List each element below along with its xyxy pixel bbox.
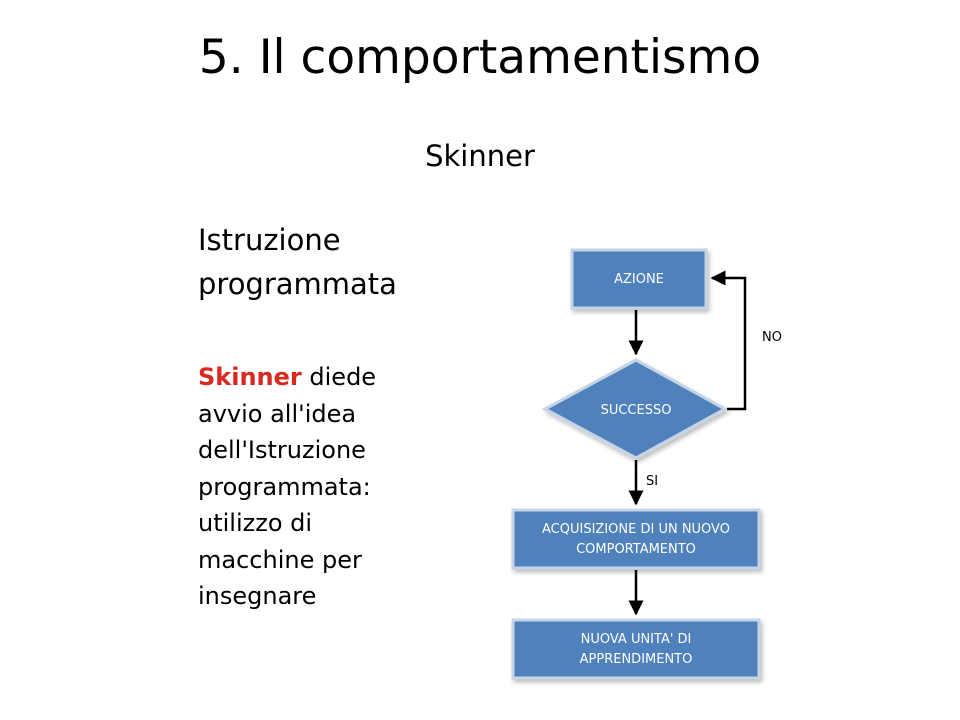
skinner-highlight: Skinner (198, 363, 302, 391)
body-line-1: Skinner diede (198, 359, 428, 396)
body-line-4: programmata: (198, 472, 371, 501)
body-line-2: avvio all'idea (198, 399, 357, 428)
body-line-3: dell'Istruzione (198, 436, 366, 464)
arrow-no-loop (710, 270, 747, 411)
node-acquisizione-line-2: COMPORTAMENTO (576, 542, 696, 557)
slide-subtitle: Skinner (425, 139, 535, 173)
node-successo-label: SUCCESSO (601, 403, 672, 418)
flowchart: AZIONE SUCCESSO NO SI ACQUISIZIONE DI UN… (511, 248, 782, 680)
node-nuova-line-1: NUOVA UNITA' DI (581, 632, 692, 647)
node-acquisizione: ACQUISIZIONE DI UN NUOVO COMPORTAMENTO (511, 508, 761, 570)
node-acquisizione-line-1: ACQUISIZIONE DI UN NUOVO (542, 522, 730, 537)
body-line-5: utilizzo di (198, 509, 313, 537)
section-heading: Istruzione programmata (198, 218, 438, 306)
node-azione-label: AZIONE (614, 272, 664, 287)
node-azione: AZIONE (570, 248, 708, 310)
node-nuova-unita: NUOVA UNITA' DI APPRENDIMENTO (511, 618, 761, 680)
body-line-7: insegnare (198, 582, 317, 610)
slide-title: 5. Il comportamentismo (198, 30, 762, 85)
body-line-1-rest: diede (301, 363, 377, 391)
node-nuova-line-2: APPRENDIMENTO (580, 652, 693, 667)
node-successo: SUCCESSO (541, 358, 729, 460)
heading-line-2: programmata (198, 267, 397, 301)
heading-line-1: Istruzione (198, 223, 341, 257)
body-line-6: macchine per (198, 545, 362, 574)
edge-label-no: NO (762, 330, 782, 345)
edge-label-si: SI (646, 474, 658, 489)
body-paragraph: Skinner diede avvio all'idea dell'Istruz… (198, 359, 428, 615)
